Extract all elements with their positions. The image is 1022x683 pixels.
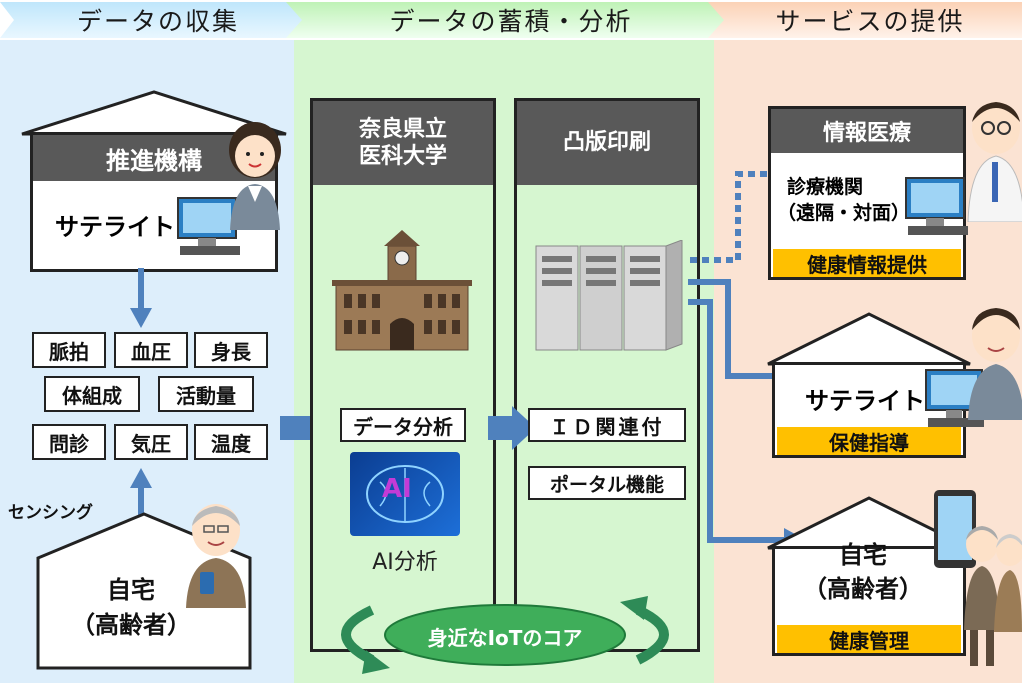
measure-tag: 活動量 bbox=[158, 376, 254, 412]
data-analysis-box: データ分析 bbox=[340, 408, 466, 442]
collect-satellite-label: サテライト bbox=[55, 213, 175, 241]
health-mgmt-band: 健康管理 bbox=[777, 625, 961, 653]
service-home-line1: 自宅 bbox=[839, 541, 887, 569]
ai-analysis-caption: AI分析 bbox=[372, 550, 438, 575]
clinic-line2: （遠隔・対面） bbox=[777, 201, 911, 224]
home-label-left: 自宅 （高齢者） bbox=[56, 570, 206, 640]
tablet-icon bbox=[934, 490, 976, 568]
satellite-computer-icon bbox=[925, 369, 984, 427]
service-home-label: 自宅 （高齢者） bbox=[783, 539, 943, 606]
iot-core-label: 身近なIoTのコア bbox=[427, 626, 583, 650]
portal-box: ポータル機能 bbox=[528, 466, 686, 500]
clinic-line1: 診療機関 bbox=[787, 176, 864, 198]
stage-analyze-header: データの蓄積・分析 bbox=[286, 2, 726, 38]
staff-woman-icon bbox=[229, 122, 281, 230]
iot-cycle-arrows bbox=[341, 596, 669, 674]
stage-collect-header: データの収集 bbox=[0, 2, 306, 38]
staff-man-icon bbox=[968, 308, 1022, 420]
stage-collect-label: データの収集 bbox=[76, 7, 239, 36]
ai-brain-image: AI bbox=[350, 452, 460, 536]
university-title-line2: 医科大学 bbox=[358, 144, 447, 169]
measure-tag: 温度 bbox=[194, 424, 268, 460]
medical-title: 情報医療 bbox=[771, 109, 963, 153]
brain-icon bbox=[366, 465, 444, 523]
measure-tag: 脈拍 bbox=[32, 332, 106, 368]
university-title: 奈良県立医科大学 bbox=[313, 101, 493, 185]
university-title-line1: 奈良県立 bbox=[358, 116, 447, 142]
medical-box: 情報医療 診療機関 （遠隔・対面） 健康情報提供 bbox=[768, 106, 966, 280]
university-building-icon bbox=[332, 230, 472, 351]
collect-down-arrow bbox=[130, 268, 152, 328]
elderly-man-icon bbox=[186, 504, 246, 608]
measure-tag: 気圧 bbox=[114, 424, 188, 460]
ai-chip-label: AI bbox=[382, 474, 412, 504]
clinic-computer-icon bbox=[905, 177, 968, 235]
home-house-left bbox=[36, 512, 252, 670]
home-label-left-line1: 自宅 bbox=[107, 576, 155, 604]
sensing-label: センシング bbox=[8, 503, 93, 523]
measure-tag: 体組成 bbox=[44, 376, 140, 412]
stage-service-header: サービスの提供 bbox=[708, 2, 1022, 38]
server-icon bbox=[535, 240, 683, 351]
stage-service-label: サービスの提供 bbox=[775, 7, 965, 36]
id-link-box: ＩＤ関連付 bbox=[528, 408, 686, 442]
measure-tag: 問診 bbox=[32, 424, 106, 460]
measure-tag: 血圧 bbox=[114, 332, 188, 368]
home-label-left-line2: （高齢者） bbox=[71, 611, 191, 639]
health-info-band: 健康情報提供 bbox=[773, 249, 961, 277]
printing-title: 凸版印刷 bbox=[517, 101, 697, 185]
analysis-to-id-arrow bbox=[488, 406, 536, 450]
measure-tag: 身長 bbox=[194, 332, 268, 368]
doctor-icon bbox=[967, 102, 1022, 222]
printing-panel: 凸版印刷 bbox=[514, 98, 700, 652]
university-panel: 奈良県立医科大学 bbox=[310, 98, 496, 652]
health-guidance-band: 保健指導 bbox=[777, 427, 961, 455]
service-satellite-label: サテライト bbox=[805, 387, 925, 415]
computer-icon bbox=[177, 197, 240, 255]
elderly-couple-icon bbox=[964, 526, 1022, 666]
service-home-house: 自宅 （高齢者） 健康管理 bbox=[772, 541, 966, 656]
stage-analyze-label: データの蓄積・分析 bbox=[389, 7, 633, 36]
service-home-line2: （高齢者） bbox=[803, 574, 923, 603]
clinic-label: 診療機関 （遠隔・対面） bbox=[777, 175, 910, 226]
service-satellite-roof bbox=[767, 312, 971, 366]
